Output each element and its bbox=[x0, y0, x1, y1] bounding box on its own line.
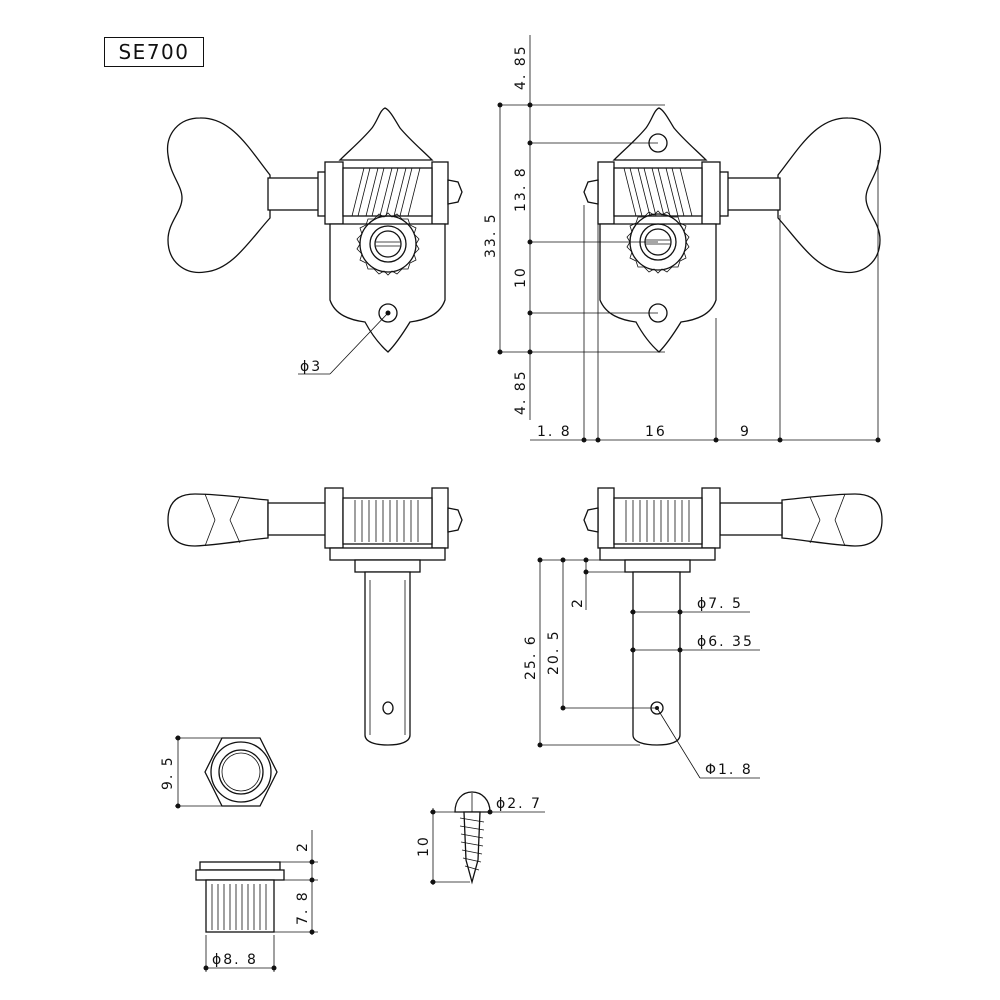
dim-hex-across: 9. 5 bbox=[160, 755, 176, 790]
shaft-right bbox=[719, 177, 781, 211]
dim-post-offset: 2 bbox=[570, 597, 586, 608]
dim-button-width: 9 bbox=[740, 424, 751, 440]
dim-screw-head-diameter: ϕ2. 7 bbox=[496, 796, 542, 812]
wood-screw: 10 ϕ2. 7 bbox=[416, 791, 545, 885]
side-view-right: 2 25. 6 20. 5 ϕ7. 5 ϕ6. 35 Φ1. 8 bbox=[523, 487, 883, 779]
dim-endcap-width: 1. 8 bbox=[537, 424, 572, 440]
vertical-dimensions: 4. 85 33. 5 13. 8 10 4. 85 bbox=[483, 35, 665, 420]
dim-post-to-hole: 20. 5 bbox=[546, 629, 562, 675]
dim-bottom-margin: 4. 85 bbox=[513, 369, 529, 415]
side-worm-right bbox=[613, 497, 703, 545]
dim-bushing-diameter-outer: ϕ8. 8 bbox=[212, 952, 258, 968]
top-scroll-left bbox=[338, 107, 434, 161]
tuner-button-right bbox=[777, 117, 882, 274]
dim-screw-length: 10 bbox=[416, 835, 432, 857]
shaft-left bbox=[267, 177, 327, 211]
bushing: 2 7. 8 ϕ8. 8 bbox=[195, 830, 318, 972]
side-button-left bbox=[167, 493, 269, 547]
model-label: SE700 bbox=[104, 37, 204, 67]
dim-gear-to-hole: 10 bbox=[513, 266, 529, 288]
side-view-left bbox=[167, 487, 463, 746]
dim-post-length: 25. 6 bbox=[523, 634, 539, 680]
housing-plate-left bbox=[329, 223, 446, 353]
front-view-right: 4. 85 33. 5 13. 8 10 4. 85 1. 8 16 9 bbox=[483, 35, 882, 443]
dim-hole-diameter: ϕ3 bbox=[300, 359, 322, 375]
side-dimensions: 2 25. 6 20. 5 ϕ7. 5 ϕ6. 35 Φ1. 8 bbox=[523, 557, 760, 779]
dim-bushing-diameter: ϕ7. 5 bbox=[697, 596, 743, 612]
dim-string-hole-diameter: Φ1. 8 bbox=[705, 762, 753, 778]
side-button-right bbox=[781, 493, 883, 547]
dim-post-diameter: ϕ6. 35 bbox=[697, 634, 754, 650]
dim-bushing-top-height: 2 bbox=[295, 841, 311, 852]
string-post-left bbox=[364, 571, 411, 746]
hex-nut: 9. 5 bbox=[160, 735, 278, 809]
tuner-button-left bbox=[166, 117, 271, 274]
horizontal-dimensions: 1. 8 16 9 bbox=[530, 160, 881, 443]
side-worm-left bbox=[342, 497, 433, 545]
dim-housing-width: 16 bbox=[645, 424, 667, 440]
dim-hole-to-gear: 13. 8 bbox=[513, 166, 529, 212]
string-post-right bbox=[632, 571, 681, 746]
dim-top-margin: 4. 85 bbox=[513, 44, 529, 90]
front-view-left: ϕ3 bbox=[166, 107, 463, 375]
dim-overall-height: 33. 5 bbox=[483, 212, 499, 258]
dim-bushing-body-height: 7. 8 bbox=[295, 890, 311, 925]
